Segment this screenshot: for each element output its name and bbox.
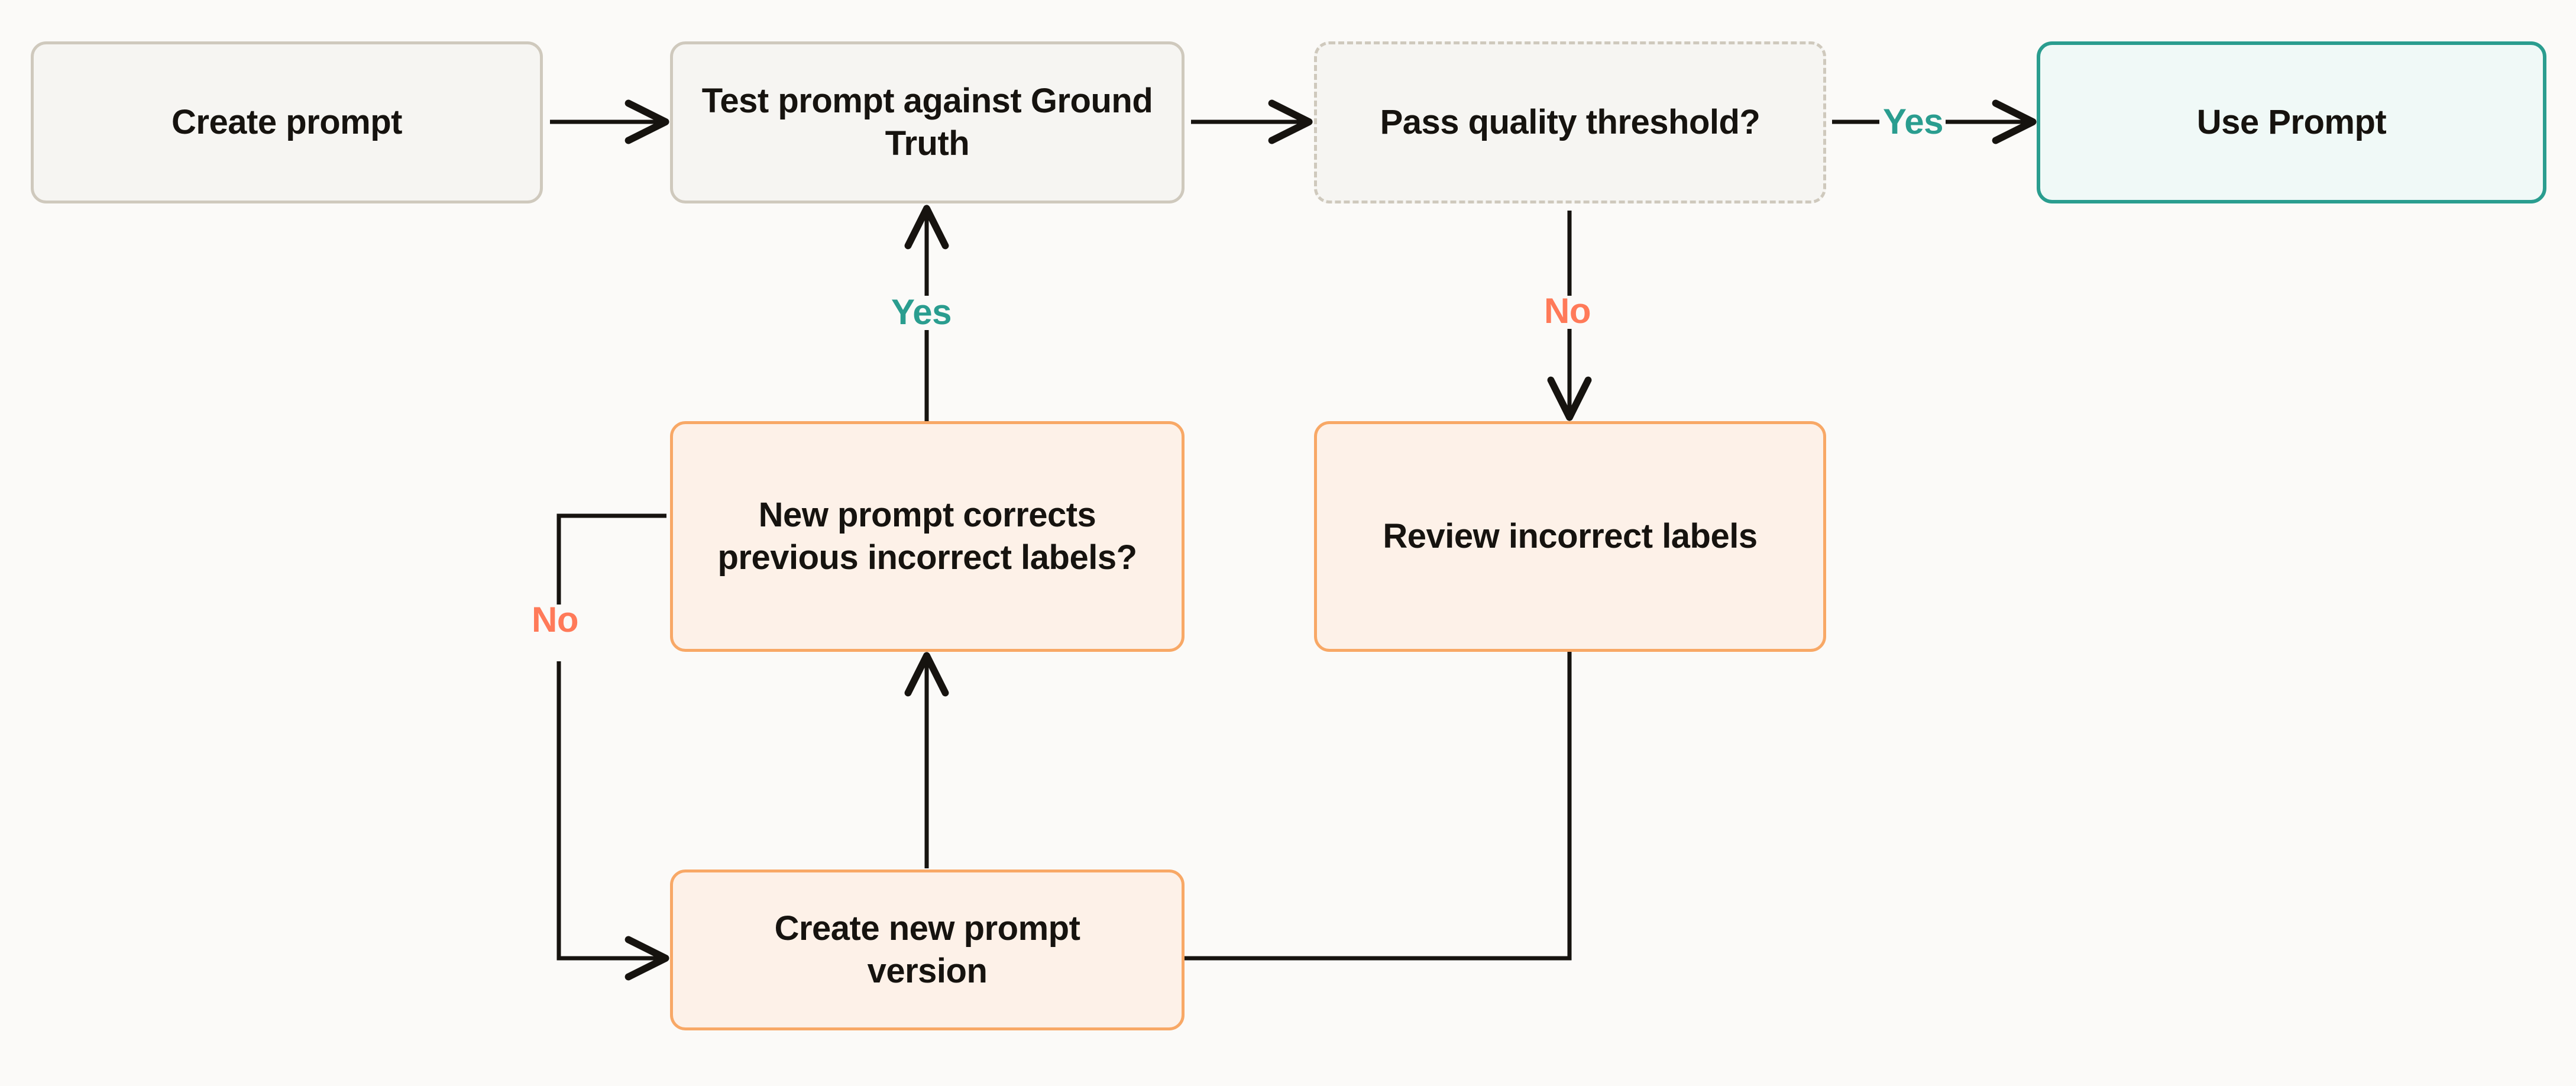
edge-label-no-corrects-to-version: No xyxy=(532,600,578,639)
node-pass-quality-threshold[interactable]: Pass quality threshold? xyxy=(1314,41,1826,203)
edge-corrects-to-version-upper xyxy=(556,513,666,605)
node-review-incorrect-labels[interactable]: Review incorrect labels xyxy=(1314,421,1826,652)
node-create-new-prompt-version[interactable]: Create new prompt version xyxy=(670,870,1185,1030)
edge-label-yes-threshold-to-use: Yes xyxy=(1883,102,1943,141)
edge-label-no-threshold-to-review: No xyxy=(1544,291,1591,331)
node-use-prompt[interactable]: Use Prompt xyxy=(2037,41,2546,203)
edge-label-yes-corrects-to-test: Yes xyxy=(891,292,952,332)
node-create-prompt[interactable]: Create prompt xyxy=(31,41,543,203)
node-test-prompt-against-ground-truth[interactable]: Test prompt against Ground Truth xyxy=(670,41,1185,203)
edge-corrects-to-version-lower xyxy=(556,661,669,981)
node-new-prompt-corrects-previous-incorrect-labels[interactable]: New prompt corrects previous incorrect l… xyxy=(670,421,1185,652)
